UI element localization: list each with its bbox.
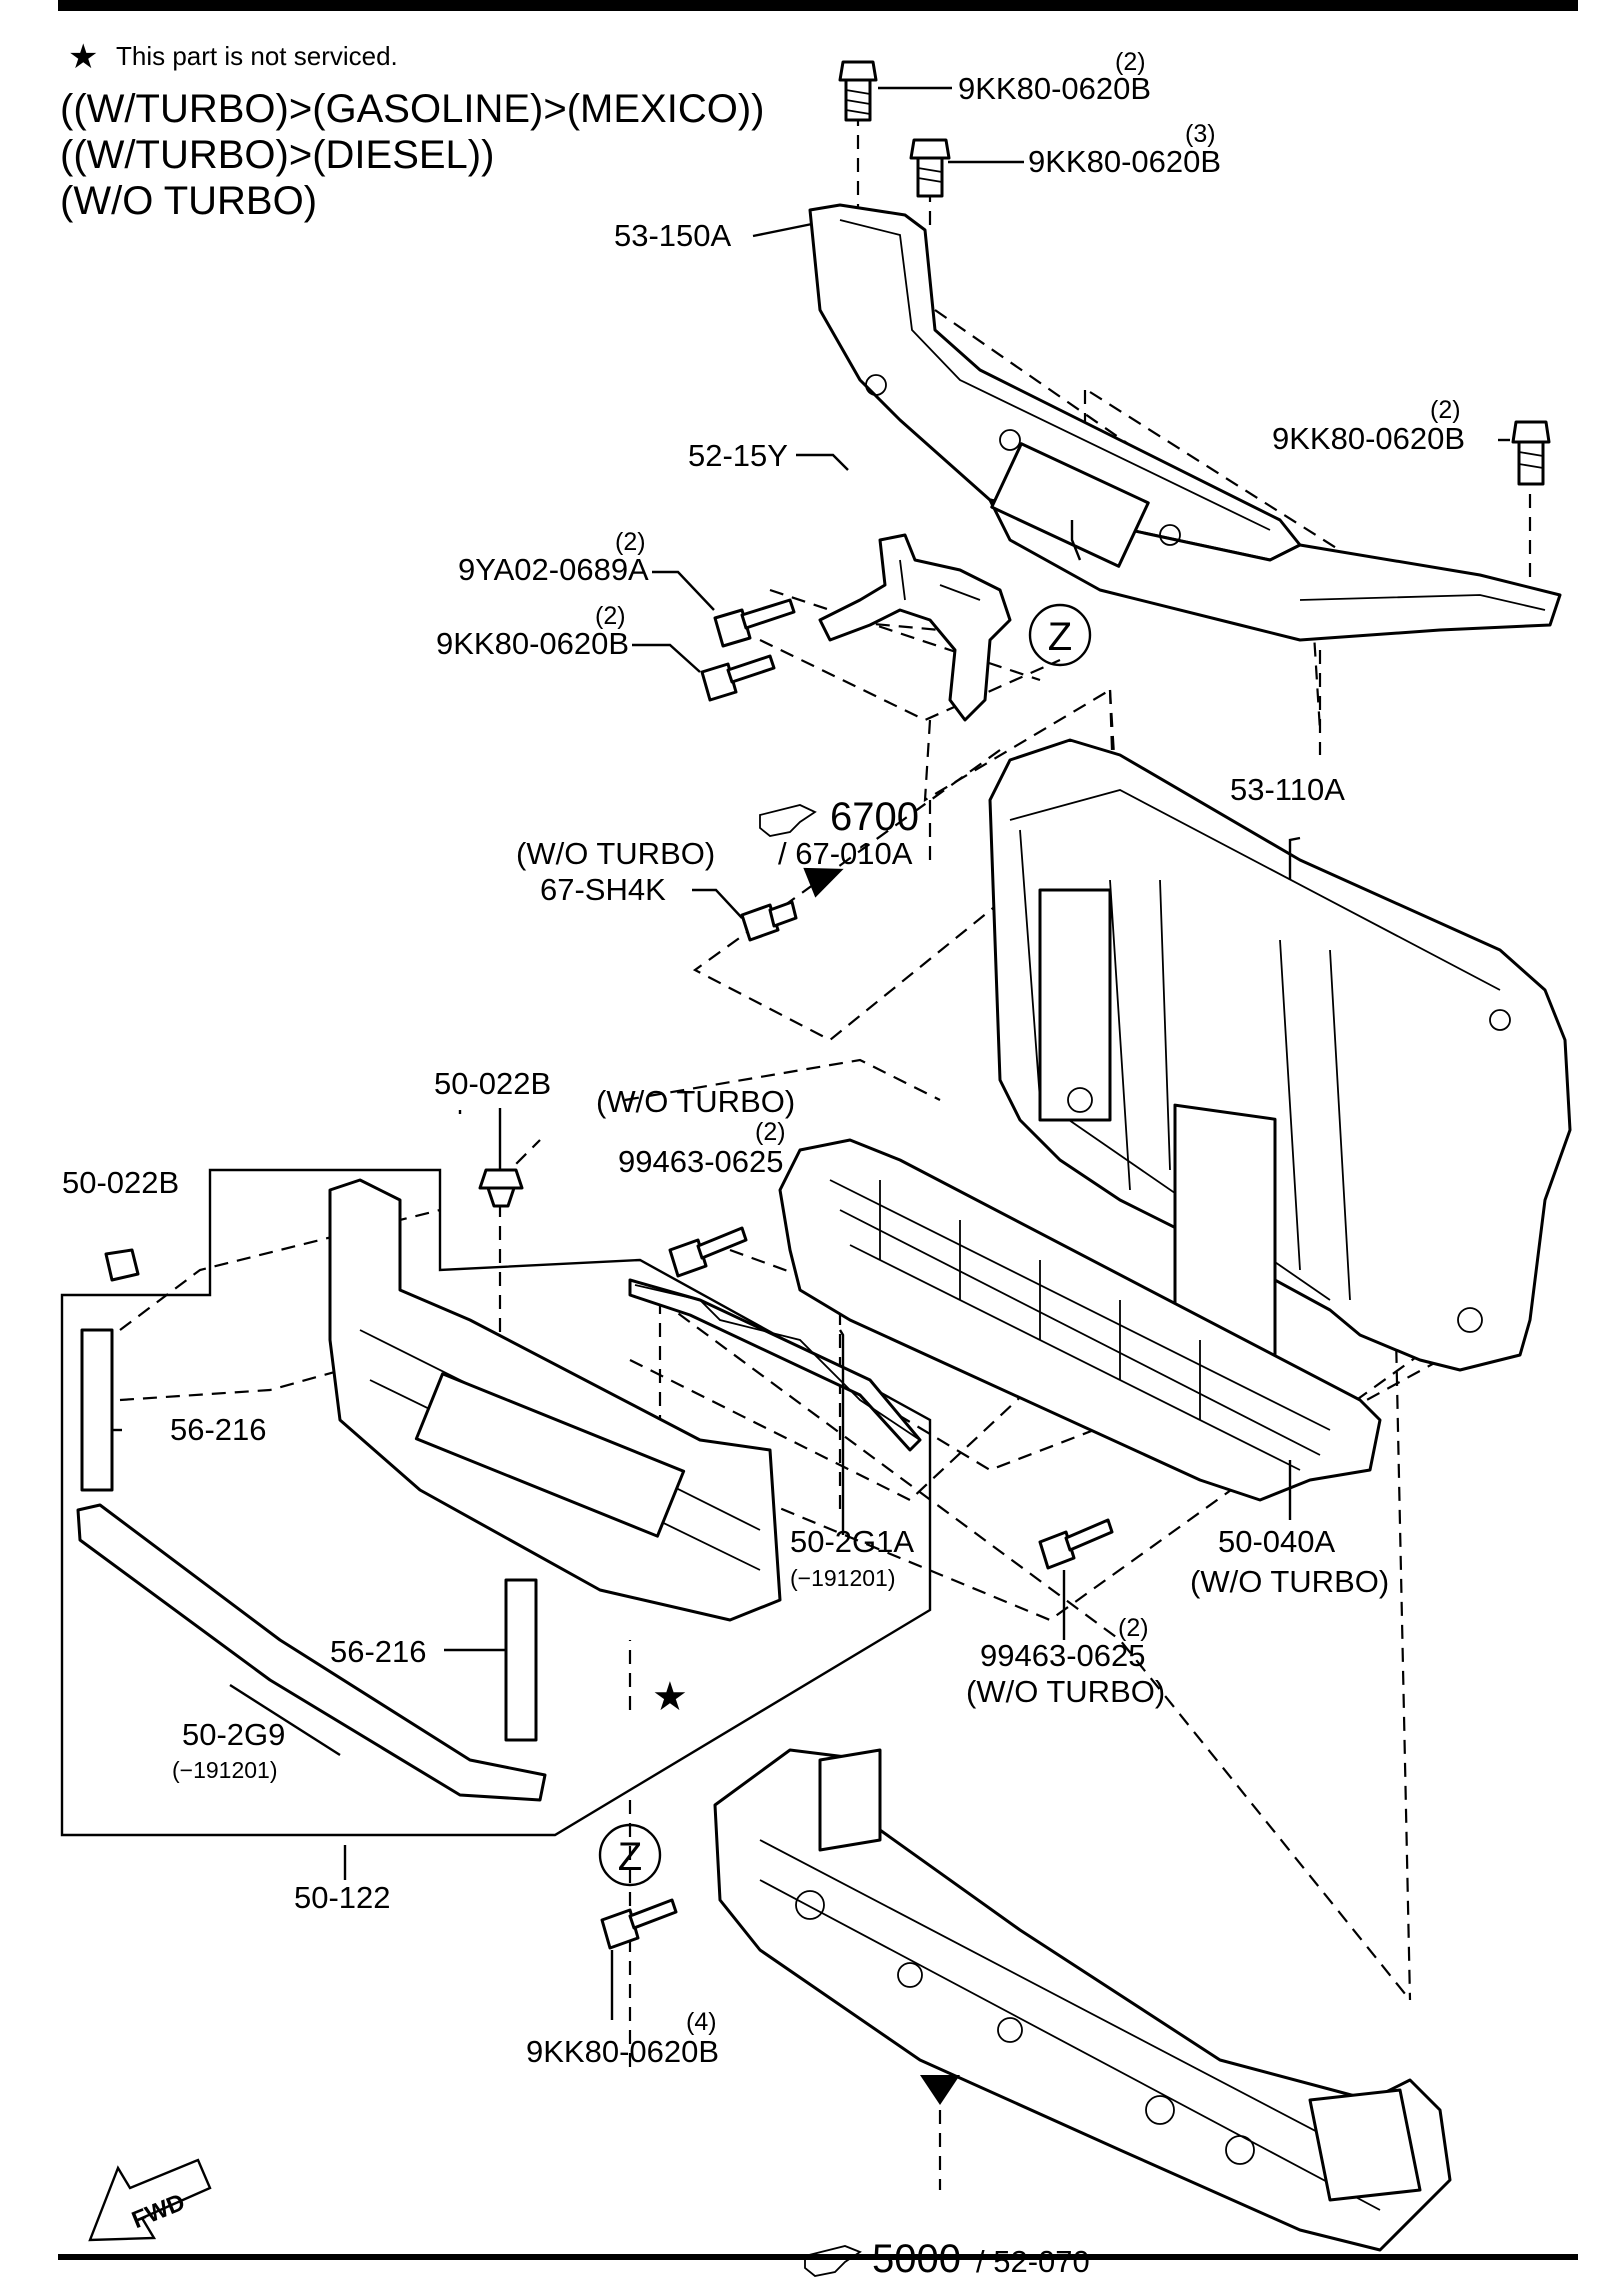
qty-9ya02: (2)	[615, 528, 646, 556]
label-67-sh4k: 67-SH4K	[540, 872, 666, 907]
qty-9kk80-right: (2)	[1430, 396, 1461, 424]
condition-line-2: ((W/TURBO)>(DIESEL))	[60, 133, 494, 177]
bolt-bracket-2	[700, 654, 776, 702]
qty-99463-lower: (2)	[1118, 1614, 1149, 1642]
z-marker-upper-label: Z	[1048, 615, 1072, 659]
label-52-15y: 52-15Y	[688, 438, 788, 473]
label-53-110a: 53-110A	[1230, 772, 1345, 807]
label-50-022b-left: 50-022B	[62, 1165, 179, 1200]
qty-99463-upper: (2)	[755, 1118, 786, 1146]
label-50-2g1a: 50-2G1A	[790, 1524, 914, 1559]
condition-line-3: (W/O TURBO)	[60, 179, 317, 223]
radiator-support-53-110a	[988, 738, 1572, 1421]
condition-line-1: ((W/TURBO)>(GASOLINE)>(MEXICO))	[60, 87, 764, 131]
cond-67-sh4k: (W/O TURBO)	[516, 836, 715, 871]
fastener-67-sh4k	[740, 900, 798, 942]
bracket-52-15y	[818, 533, 1012, 722]
bolt-bracket-1	[713, 598, 796, 648]
fwd-arrow-small	[803, 867, 844, 898]
upper-member-53-150a	[808, 203, 1562, 642]
label-9kk80-right: 9KK80-0620B	[1272, 421, 1465, 456]
label-99463-lower: 99463-0625	[980, 1638, 1146, 1673]
cond-50-040a: (W/O TURBO)	[1190, 1564, 1389, 1599]
bolt-right-1	[1511, 420, 1551, 486]
bolt-99463-upper	[668, 1226, 748, 1278]
qty-9kk80-bracket: (2)	[595, 602, 626, 630]
label-9kk80-bracket: 9KK80-0620B	[436, 626, 629, 661]
note-text: This part is not serviced.	[116, 41, 398, 71]
bolt-top-2	[909, 138, 951, 198]
z-marker-lower	[598, 1823, 662, 1887]
pointing-hand-icon	[804, 2245, 862, 2277]
deflector-assembly-50-122	[328, 1178, 922, 1622]
qty-9kk80-top-2: (3)	[1185, 120, 1216, 148]
note-star: ★	[68, 38, 98, 76]
bottom-border	[58, 2254, 1578, 2260]
reference-5000-sub[interactable]: / 52-070	[976, 2244, 1090, 2278]
bolt-9kk80-lower	[600, 1898, 678, 1950]
arrow-5000	[920, 2075, 960, 2105]
label-56-216-left: 56-216	[170, 1412, 267, 1447]
label-9kk80-lower: 9KK80-0620B	[526, 2034, 719, 2069]
bracket-50-2g1a	[634, 1284, 921, 1441]
sub-50-2g9: (−191201)	[172, 1757, 278, 1783]
label-50-122: 50-122	[294, 1880, 391, 1915]
cond-99463-upper: (W/O TURBO)	[596, 1084, 795, 1119]
label-99463-upper: 99463-0625	[618, 1144, 784, 1179]
label-50-040a: 50-040A	[1218, 1524, 1336, 1559]
cond-99463-lower: (W/O TURBO)	[966, 1674, 1165, 1709]
label-50-022b-top: 50-022B	[434, 1066, 551, 1101]
top-border	[58, 0, 1578, 11]
reference-5000-main[interactable]: 5000	[872, 2237, 961, 2278]
bolt-top-1	[838, 60, 878, 122]
strip-50-2g9	[76, 1503, 547, 1802]
clip-50-022b-left	[104, 1248, 140, 1282]
fwd-direction-badge: FWD	[88, 2158, 212, 2242]
label-50-2g9: 50-2G9	[182, 1717, 285, 1752]
reference-6700[interactable]: 6700 / 67-010A	[759, 795, 919, 871]
qty-9kk80-top-1: (2)	[1115, 48, 1146, 76]
air-guide-50-040a	[778, 1138, 1382, 1502]
reference-5000[interactable]: 5000 / 52-070	[804, 2237, 1090, 2278]
qty-9kk80-lower: (4)	[686, 2008, 717, 2036]
fwd-label: FWD	[128, 2189, 189, 2235]
leader-lines	[112, 86, 1510, 2020]
reference-6700-main[interactable]: 6700	[830, 795, 919, 839]
seal-56-216-left	[80, 1328, 114, 1492]
z-marker-lower-label: Z	[618, 1835, 642, 1879]
label-9kk80-top-2: 9KK80-0620B	[1028, 144, 1221, 179]
label-56-216-right: 56-216	[330, 1634, 427, 1669]
assembly-boundary-50-122	[60, 1168, 932, 1837]
clip-50-022b-top	[478, 1168, 524, 1208]
label-9ya02: 9YA02-0689A	[458, 552, 649, 587]
z-marker-upper	[1028, 603, 1092, 667]
bumper-reinforcement	[713, 1748, 1452, 2252]
seal-56-216-right	[504, 1578, 538, 1742]
label-53-150a: 53-150A	[614, 218, 732, 253]
pointing-hand-icon	[759, 804, 817, 837]
reference-6700-sub[interactable]: / 67-010A	[778, 836, 913, 871]
sub-50-2g1a: (−191201)	[790, 1565, 896, 1591]
bolt-99463-lower	[1038, 1518, 1114, 1570]
not-serviced-star: ★	[652, 1675, 688, 1719]
label-9kk80-top-1: 9KK80-0620B	[958, 71, 1151, 106]
